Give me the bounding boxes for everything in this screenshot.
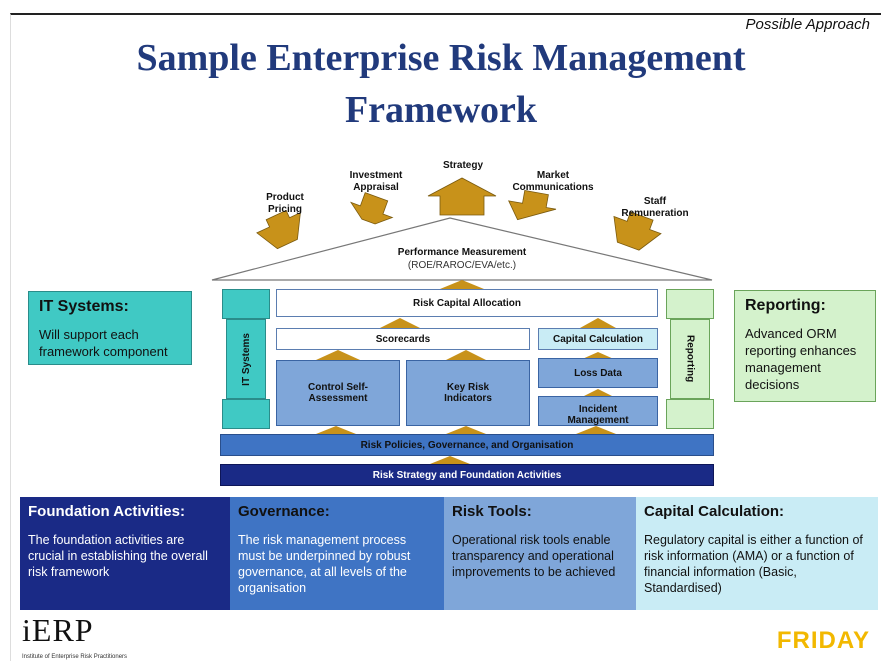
control-self-assessment-box: Control Self- Assessment (276, 360, 400, 426)
chevron-up-icon (380, 318, 420, 328)
chevron-up-icon (584, 389, 612, 396)
reporting-pillar-label: Reporting (684, 335, 696, 383)
risk-strategy-bar: Risk Strategy and Foundation Activities (220, 464, 714, 486)
reporting-title: Reporting: (745, 297, 826, 314)
reporting-callout: Reporting: Advanced ORM reporting enhanc… (734, 290, 876, 402)
output-label: Market Communications (512, 170, 594, 193)
up-arrow-icon (613, 211, 662, 251)
it-systems-text: Will support each framework component (39, 327, 168, 359)
governance-panel: Governance: The risk management process … (230, 497, 444, 610)
reporting-text: Advanced ORM reporting enhances manageme… (745, 326, 857, 392)
scorecards-box: Scorecards (276, 328, 530, 350)
panel-title: Foundation Activities: (28, 503, 185, 520)
loss-data-box: Loss Data (538, 358, 658, 388)
panel-title: Capital Calculation: (644, 503, 785, 520)
panel-text: The risk management process must be unde… (238, 533, 411, 595)
chevron-up-icon (446, 426, 486, 434)
it-systems-title: IT Systems: (39, 298, 129, 315)
risk-capital-allocation-box: Risk Capital Allocation (276, 289, 658, 317)
up-arrow-icon (427, 177, 497, 216)
panel-text: Regulatory capital is either a function … (644, 533, 863, 595)
chevron-up-icon (430, 456, 470, 464)
up-arrow-icon (349, 192, 394, 225)
reporting-pillar-shaft: Reporting (670, 319, 710, 399)
logo-text: iERP (22, 612, 94, 648)
it-pillar-cap (222, 289, 270, 319)
page-title-line2: Framework (344, 89, 538, 131)
key-risk-indicators-box: Key Risk Indicators (406, 360, 530, 426)
it-pillar-label: IT Systems (240, 332, 252, 386)
chevron-up-icon (580, 318, 616, 328)
foundation-activities-panel: Foundation Activities: The foundation ac… (20, 497, 230, 610)
panel-title: Governance: (238, 503, 330, 520)
risk-policies-bar: Risk Policies, Governance, and Organisat… (220, 434, 714, 456)
chevron-up-icon (446, 350, 486, 360)
capital-calculation-panel: Capital Calculation: Regulatory capital … (636, 497, 878, 610)
approach-tag: Possible Approach (745, 16, 870, 33)
incident-management-box: Incident Management (538, 396, 658, 426)
roof-subtitle: (ROE/RAROC/EVA/etc.) (407, 260, 517, 271)
chevron-up-icon (440, 280, 484, 289)
panel-title: Risk Tools: (452, 503, 532, 520)
chevron-up-icon (576, 426, 616, 434)
output-label: Product Pricing (266, 192, 304, 215)
risk-tools-panel: Risk Tools: Operational risk tools enabl… (444, 497, 636, 610)
it-systems-callout: IT Systems: Will support each framework … (28, 291, 192, 365)
friday-logo: FRIDAY (776, 627, 870, 654)
reporting-pillar-cap (666, 289, 714, 319)
output-label: Investment Appraisal (349, 170, 403, 193)
logo-subtitle: Institute of Enterprise Risk Practitione… (22, 654, 128, 660)
up-arrow-icon (256, 209, 301, 250)
panel-text: The foundation activities are crucial in… (28, 533, 208, 579)
chevron-up-icon (316, 350, 360, 360)
page-title: Sample Enterprise Risk Management (136, 37, 746, 79)
output-label: Staff Remuneration (621, 196, 689, 219)
chevron-up-icon (316, 426, 356, 434)
reporting-pillar-base (666, 399, 714, 429)
panel-text: Operational risk tools enable transparen… (452, 533, 616, 579)
it-pillar-shaft: IT Systems (226, 319, 266, 399)
roof-title: Performance Measurement (397, 247, 527, 258)
ierp-logo: iERP Institute of Enterprise Risk Practi… (22, 612, 127, 660)
capital-calculation-box: Capital Calculation (538, 328, 658, 350)
up-arrow-icon (508, 190, 557, 221)
it-pillar-base (222, 399, 270, 429)
output-label: Strategy (442, 160, 483, 171)
